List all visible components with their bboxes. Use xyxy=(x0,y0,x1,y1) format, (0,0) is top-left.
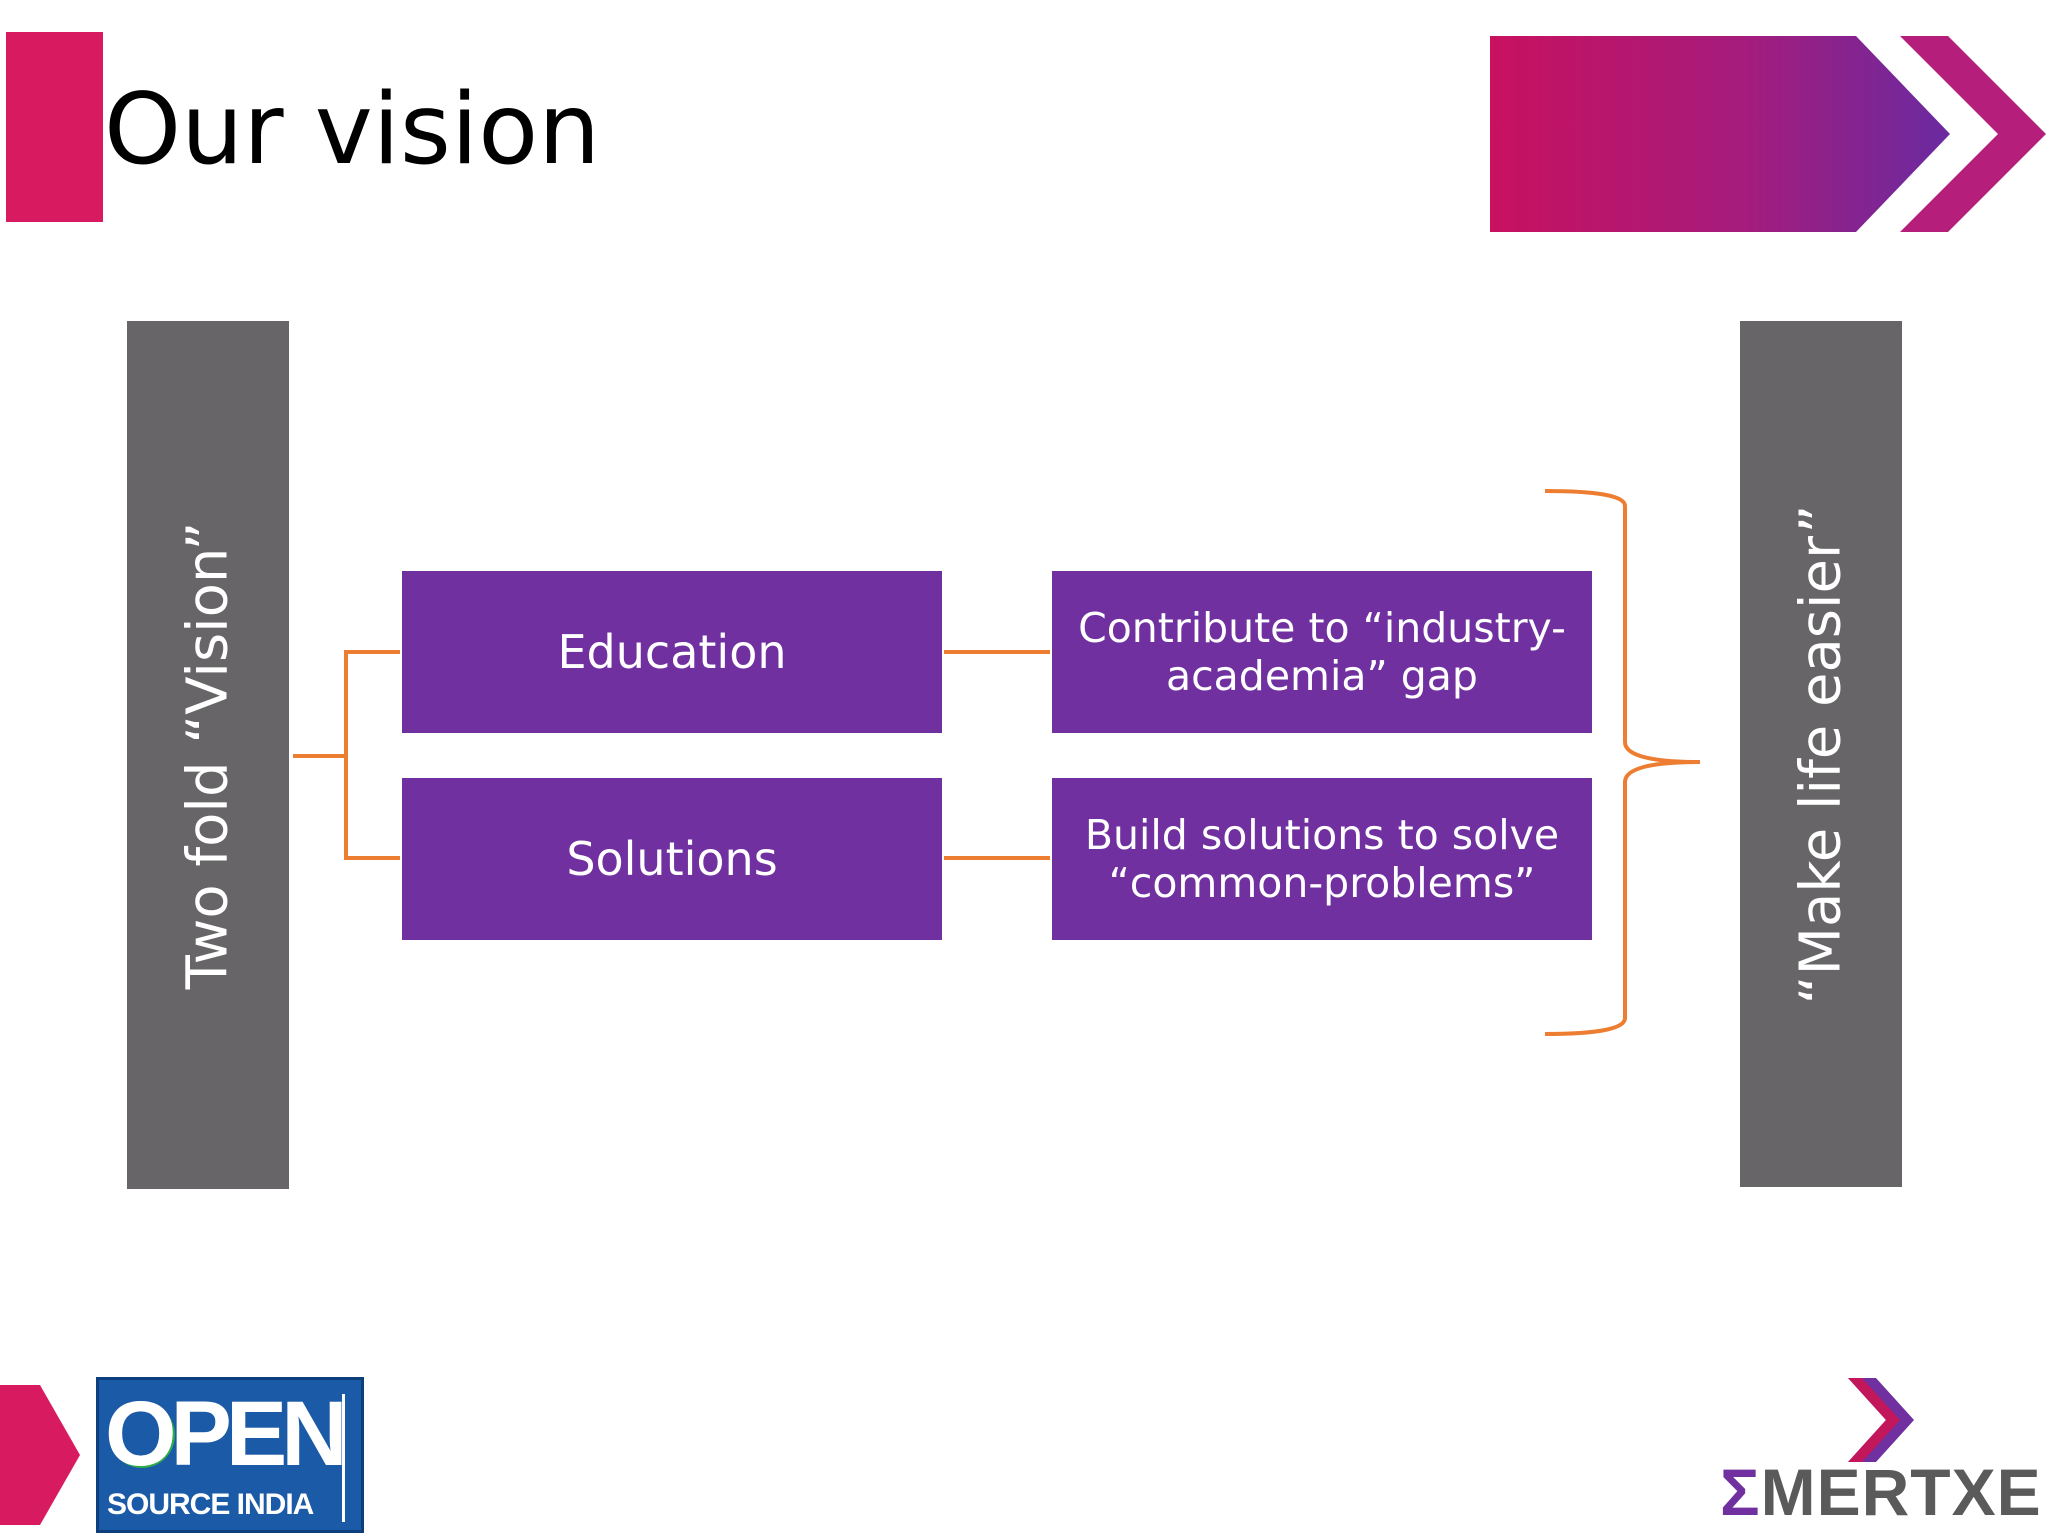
banner-chevron xyxy=(1900,36,2046,232)
box-solutions: Solutions xyxy=(402,778,942,940)
connector-left-bracket xyxy=(344,650,400,860)
title-accent-bar xyxy=(6,32,103,222)
emertxe-sigma: Σ xyxy=(1720,1455,1761,1529)
pillar-make-life-easier: “Make life easier” xyxy=(1740,321,1902,1187)
open-source-india-logo: OPEN SOURCE INDIA xyxy=(96,1377,364,1533)
osi-logo-word: OPEN xyxy=(105,1383,348,1485)
emertxe-wordmark: ΣMERTXE xyxy=(1720,1454,2042,1530)
emertxe-logo: ΣMERTXE xyxy=(1720,1378,2041,1529)
emertxe-wordmark-rest: MERTXE xyxy=(1760,1455,2042,1529)
osi-ring-icon xyxy=(109,1402,175,1468)
header-chevron-banner xyxy=(1490,36,2046,232)
footer-arrow-icon xyxy=(0,1385,80,1525)
pillar-two-fold-vision: Two fold “Vision” xyxy=(127,321,289,1189)
pillar-right-label: “Make life easier” xyxy=(1788,504,1854,1004)
banner-block xyxy=(1490,36,1950,232)
page-title: Our vision xyxy=(104,73,601,187)
osi-logo-subtitle: SOURCE INDIA xyxy=(107,1488,314,1521)
pillar-left-label: Two fold “Vision” xyxy=(175,521,241,989)
box-contribute-gap: Contribute to “industry-academia” gap xyxy=(1052,571,1592,733)
box-build-solutions: Build solutions to solve “common-problem… xyxy=(1052,778,1592,940)
box-education: Education xyxy=(402,571,942,733)
emertxe-chevron-icon xyxy=(1848,1378,1914,1462)
osi-divider xyxy=(342,1394,345,1522)
